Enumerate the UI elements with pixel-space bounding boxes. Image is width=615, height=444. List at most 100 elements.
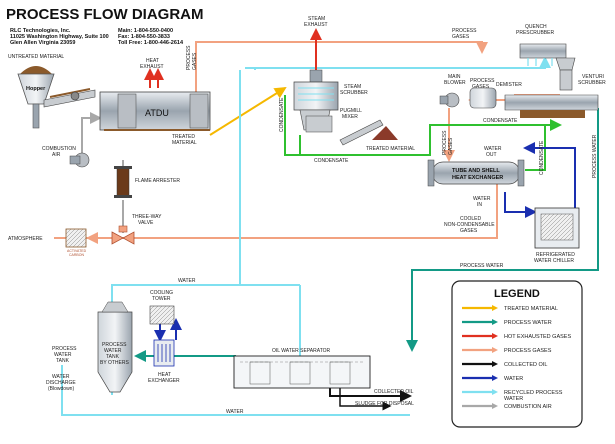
legend-swatch-arrow (492, 333, 498, 339)
untreated-material-label: UNTREATED MATERIAL (8, 54, 64, 60)
collected-oil-line (329, 388, 412, 402)
water-line-bottom (61, 365, 410, 416)
water-top-label: WATER (178, 278, 196, 284)
legend: LEGEND TREATED MATERIAL PROCESS WATER HOT … (451, 280, 583, 428)
legend-items: TREATED MATERIAL PROCESS WATER HOT EXHAUST… (462, 305, 571, 410)
legend-item: COMBUSTION AIR (462, 403, 552, 410)
collected-oil-label: COLLECTED OIL (374, 389, 414, 395)
legend-item: PROCESS WATER (462, 319, 552, 326)
recycled-water-line-top (245, 56, 551, 69)
venturi-scrubber (504, 57, 599, 118)
legend-label: WATER (504, 376, 523, 382)
legend-label: HOT EXHAUSTED GASES (504, 334, 571, 340)
main-phone: Main: 1-804-550-0400 (118, 28, 173, 34)
pugmill-mixer (305, 115, 398, 146)
tube-shell-exchanger (427, 159, 525, 187)
condensate-right-label: CONDENSATE (539, 140, 545, 175)
legend-swatch-arrow (492, 403, 498, 409)
company-address-1: 11025 Washington Highway, Suite 100 (10, 34, 109, 40)
flow-lines (54, 28, 599, 416)
condensate-line-hx (525, 125, 546, 171)
legend-label: COMBUSTION AIR (504, 404, 552, 410)
process-water-horizontal-label: PROCESS WATER (460, 263, 504, 269)
demister (469, 87, 497, 109)
oil-water-separator (233, 355, 371, 389)
hopper: Hopper (17, 66, 55, 129)
legend-swatch-arrow (492, 361, 498, 367)
legend-title: LEGEND (494, 288, 540, 300)
process-water-tank (97, 301, 133, 393)
company-address-2: Glen Allen Virginia 23059 (10, 40, 75, 46)
main-blower (439, 92, 460, 108)
hopper-label: Hopper (26, 86, 46, 92)
process-gases-line-top (195, 41, 488, 95)
legend-label: PROCESS GASES (504, 348, 552, 354)
condensate-bottom-label: CONDENSATE (314, 158, 349, 164)
legend-label: COLLECTED OIL (504, 362, 547, 368)
oil-separator-label: OIL WATER SEPARATOR (272, 348, 331, 354)
water-bottom-label: WATER (226, 409, 244, 415)
steam-scrubber (293, 69, 339, 131)
feed-conveyor (43, 88, 96, 108)
water-line-chiller-out (523, 142, 576, 215)
treated-material-right-label: TREATED MATERIAL (366, 146, 415, 152)
page-title: PROCESS FLOW DIAGRAM (6, 6, 204, 23)
legend-item: TREATED MATERIAL (462, 305, 558, 312)
condensate-vertical-label: CONDENSATE (279, 97, 285, 132)
legend-swatch-arrow (492, 375, 498, 381)
quench-prescrubber (519, 43, 567, 66)
legend-item: COLLECTED OIL (462, 361, 547, 368)
process-water-line-right (406, 108, 599, 352)
water-chiller (534, 207, 580, 249)
flame-arrester-label: FLAME ARRESTER (135, 178, 180, 184)
process-gases-vert-label: PROCESSGASES (442, 130, 454, 155)
condensate-line-scrubber (284, 95, 562, 156)
process-gases-vertical-label: PROCESSGASES (186, 45, 198, 70)
process-water-vertical-label: PROCESS WATER (592, 134, 598, 178)
cooled-gases-line (86, 180, 498, 244)
three-way-valve (111, 225, 135, 245)
company-name: RLC Technologies, Inc. (10, 28, 71, 34)
legend-label: PROCESS WATER (504, 320, 552, 326)
legend-label: TREATED MATERIAL (504, 306, 558, 312)
cooling-tower (149, 305, 175, 325)
fax-number: Fax: 1-804-550-3833 (118, 34, 170, 40)
legend-swatch-arrow (492, 389, 498, 395)
water-line-chiller (504, 192, 537, 218)
legend-item: PROCESS GASES (462, 347, 552, 354)
flame-arrester (114, 166, 132, 198)
legend-swatch-arrow (492, 347, 498, 353)
atmosphere-label: ATMOSPHERE (8, 236, 43, 242)
treated-material-line (209, 86, 287, 136)
toll-free-number: Toll Free: 1-800-446-2614 (118, 40, 184, 46)
heat-exchanger-small (153, 339, 175, 367)
activated-carbon (65, 228, 87, 248)
legend-swatch-arrow (492, 319, 498, 325)
atdu-drum: ATDU (99, 91, 211, 131)
combustion-air-line (81, 112, 102, 157)
